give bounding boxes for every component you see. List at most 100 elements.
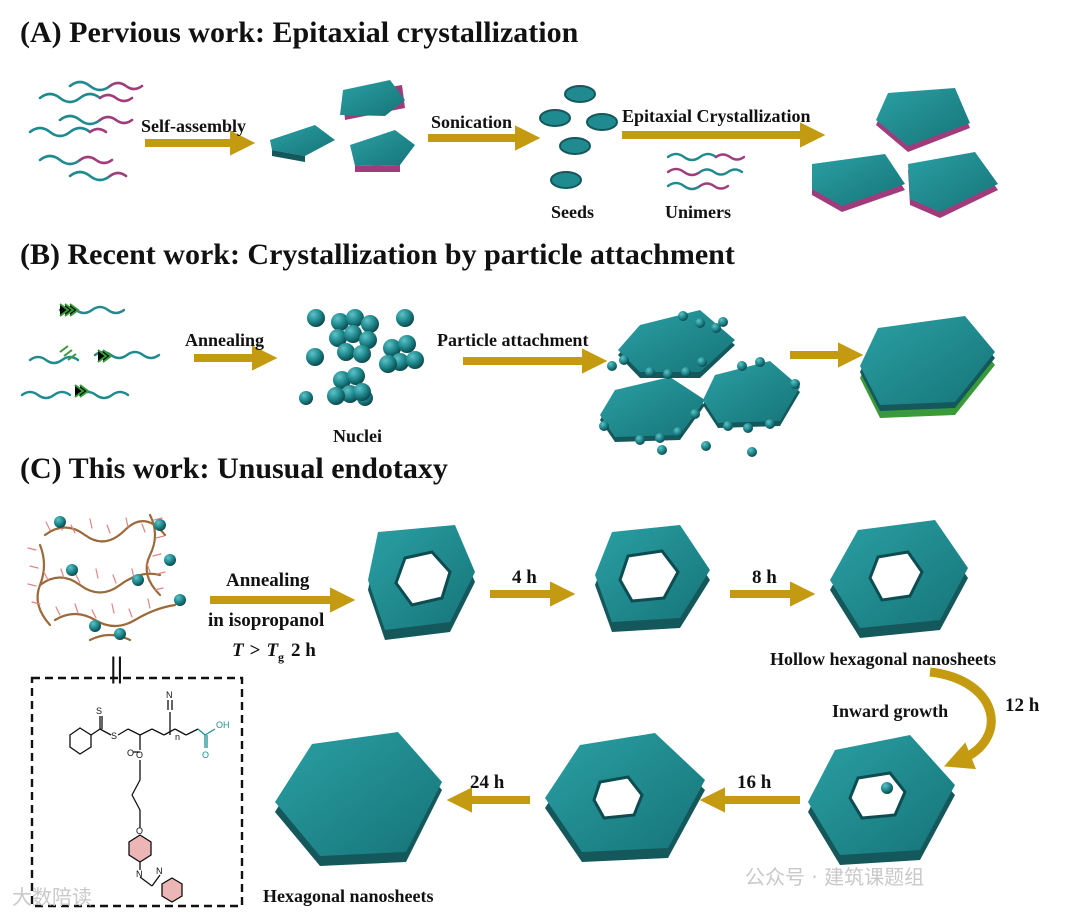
label-sonication: Sonication — [431, 112, 512, 132]
label-4h: 4 h — [512, 567, 537, 588]
attaching-particle — [747, 447, 757, 457]
label-12h: 12 h — [1005, 695, 1040, 716]
label-hexagonal-nanosheets: Hexagonal nanosheets — [263, 886, 434, 906]
end-group-sphere — [154, 519, 166, 531]
attaching-particle — [790, 379, 800, 389]
attaching-particle — [681, 367, 691, 377]
svg-text:n: n — [175, 732, 180, 742]
nucleus-sphere — [361, 315, 379, 333]
hollow-sheet-8h — [830, 520, 968, 638]
attaching-particle — [645, 367, 655, 377]
hexagons-b — [600, 310, 800, 442]
end-group-sphere — [54, 516, 66, 528]
nucleus-sphere — [347, 367, 365, 385]
attaching-particle — [755, 357, 765, 367]
attaching-particle — [599, 421, 609, 431]
end-group-sphere — [164, 554, 176, 566]
watermark-left: 大数陪读 — [12, 885, 92, 909]
nucleus-sphere — [383, 339, 401, 357]
nucleus-sphere — [398, 335, 416, 353]
watermark-right: 公众号 · 建筑课题组 — [745, 865, 924, 889]
svg-text:O: O — [202, 750, 209, 760]
attaching-particle — [673, 427, 683, 437]
hexagon-b-final — [860, 316, 995, 418]
azo-chains-b — [20, 305, 161, 400]
polymer-coil-c — [27, 513, 177, 642]
nucleus-sphere — [307, 309, 325, 327]
svg-text:O: O — [136, 750, 143, 760]
label-24h: 24 h — [470, 772, 505, 793]
svg-text:O: O — [127, 748, 134, 758]
label-8h: 8 h — [752, 567, 777, 588]
hollow-sheet-2h — [368, 525, 475, 640]
svg-text:S: S — [111, 731, 117, 741]
attaching-particle — [655, 433, 665, 443]
label-annealing-c: Annealing — [226, 570, 310, 591]
chemical-structure-box — [30, 676, 244, 908]
nuclei-b — [299, 309, 424, 406]
nucleus-sphere — [333, 371, 351, 389]
nucleus-sphere — [327, 387, 345, 405]
nucleus-sphere — [396, 309, 414, 327]
panel-a-title: (A) Pervious work: Epitaxial crystalliza… — [20, 16, 579, 49]
attaching-particle — [635, 435, 645, 445]
svg-text:S: S — [96, 706, 102, 716]
nucleus-sphere — [346, 309, 364, 327]
platelets-a1 — [270, 80, 415, 172]
hexagons-a-final — [812, 88, 998, 218]
attaching-particle — [737, 361, 747, 371]
sheet-12h — [808, 735, 955, 865]
label-self-assembly: Self-assembly — [141, 116, 246, 136]
end-group-sphere — [132, 574, 144, 586]
end-group-sphere — [174, 594, 186, 606]
nucleus-sphere — [329, 329, 347, 347]
nucleus-sphere — [331, 313, 349, 331]
label-nuclei: Nuclei — [333, 426, 382, 446]
label-inward-growth: Inward growth — [832, 701, 948, 721]
label-hollow-nanosheets: Hollow hexagonal nanosheets — [770, 649, 996, 669]
nucleus-sphere — [379, 355, 397, 373]
attaching-particle — [619, 355, 629, 365]
label-isopropanol: in isopropanol — [208, 610, 324, 631]
end-group-sphere — [66, 564, 78, 576]
label-seeds: Seeds — [551, 202, 594, 222]
label-16h: 16 h — [737, 772, 772, 793]
attaching-particle — [743, 423, 753, 433]
azo-sidechains-b — [59, 303, 113, 398]
chemical-structure — [69, 700, 216, 903]
attaching-particles-b — [599, 311, 800, 457]
chemical-labels: S S O O N n O OH O N N — [96, 690, 230, 879]
nucleus-sphere — [337, 343, 355, 361]
equals-sign: || — [110, 651, 123, 684]
attaching-particle — [657, 445, 667, 455]
attaching-particle — [663, 369, 673, 379]
attaching-particle — [723, 421, 733, 431]
coil-chains-a — [28, 80, 144, 182]
panel-c-title: (C) This work: Unusual endotaxy — [20, 452, 448, 485]
nucleus-sphere — [359, 331, 377, 349]
attaching-particle — [690, 409, 700, 419]
end-group-sphere — [89, 620, 101, 632]
svg-text:O: O — [136, 826, 143, 836]
label-particle-attachment: Particle attachment — [437, 330, 588, 350]
nucleus-sphere — [306, 348, 324, 366]
nucleus-sphere — [344, 325, 362, 343]
svg-text:N: N — [156, 866, 163, 876]
attaching-particle — [695, 318, 705, 328]
nucleus-sphere — [353, 345, 371, 363]
panel-b-title: (B) Recent work: Crystallization by part… — [20, 238, 735, 271]
attaching-particle — [718, 317, 728, 327]
svg-text:N: N — [136, 869, 143, 879]
label-epitaxial: Epitaxial Crystallization — [622, 106, 811, 126]
attaching-particle — [697, 357, 707, 367]
svg-text:OH: OH — [216, 720, 230, 730]
arrow-inward-growth — [929, 667, 996, 770]
attaching-particle — [711, 323, 721, 333]
sheet-24h — [275, 732, 442, 866]
attaching-particle — [765, 419, 775, 429]
seeds-a — [539, 85, 618, 189]
nucleus-sphere — [353, 383, 371, 401]
attaching-particle — [701, 441, 711, 451]
